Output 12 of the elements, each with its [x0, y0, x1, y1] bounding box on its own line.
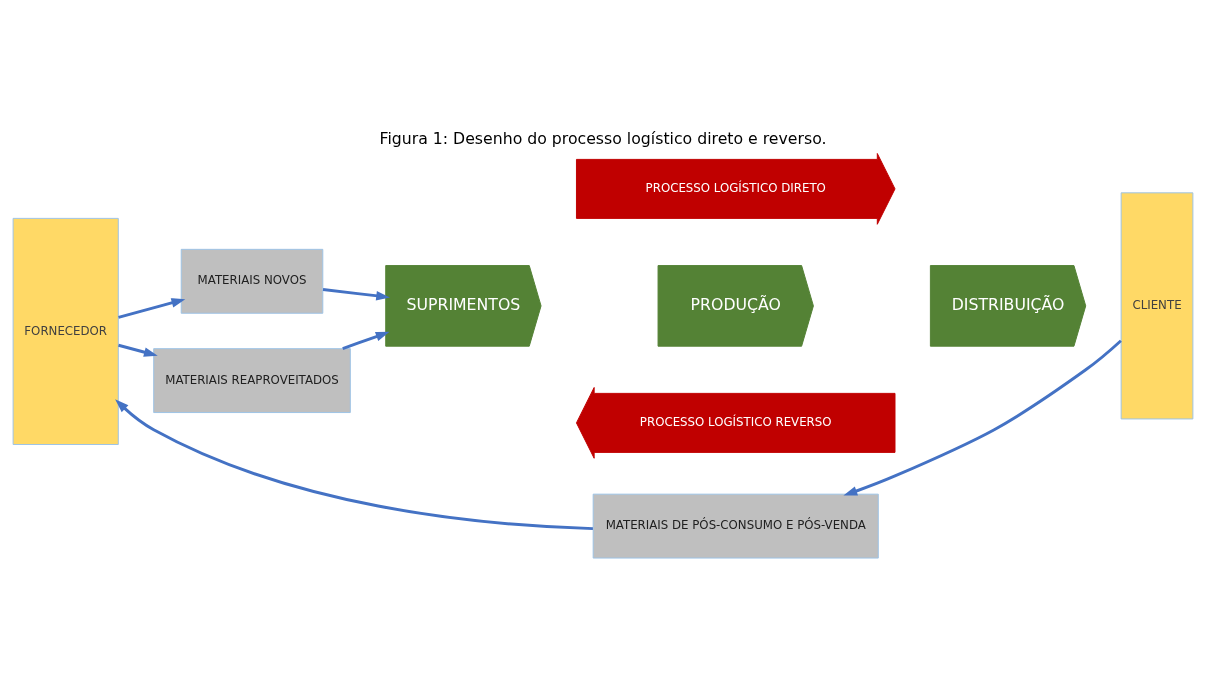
arrow	[118, 298, 186, 319]
node-box: CLIENTE	[1120, 192, 1194, 420]
node-box: MATERIAIS DE PÓS-CONSUMO E PÓS-VENDA	[592, 493, 879, 559]
arrow	[322, 288, 391, 301]
node-box: MATERIAIS REAPROVEITADOS	[153, 348, 351, 414]
arrow	[342, 331, 390, 350]
arrow	[115, 399, 593, 531]
diagram-title: Figura 1: Desenho do processo logístico direto e reverso.	[379, 129, 827, 149]
node-box: MATERIAIS NOVOS	[180, 248, 324, 314]
arrow	[118, 343, 158, 357]
node-box: FORNECEDOR	[12, 217, 119, 445]
arrow	[843, 339, 1122, 496]
